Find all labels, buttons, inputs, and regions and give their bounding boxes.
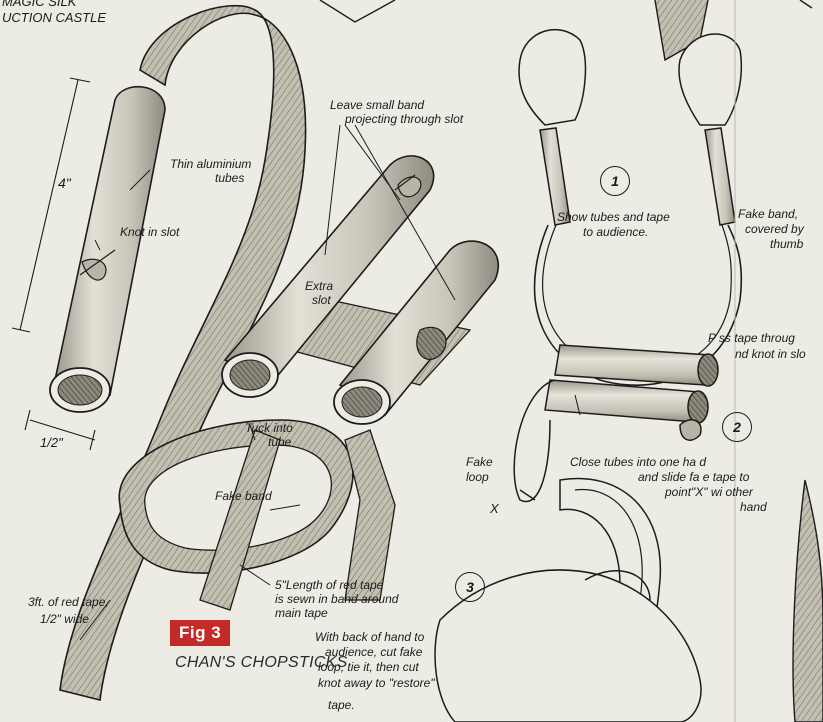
- step-3-marker: 3: [455, 572, 485, 602]
- label-fake-band-covered-3: thumb: [770, 237, 803, 251]
- label-dimension-width: 1/2": [40, 436, 63, 450]
- label-length-red: 5"Length of red tape: [275, 578, 383, 592]
- label-fake-band-covered: Fake band,: [738, 207, 798, 221]
- header-line-2: UCTION CASTLE: [2, 10, 106, 25]
- step-1-marker: 1: [600, 166, 630, 196]
- label-tuck-tube: tube: [268, 435, 291, 449]
- label-close-tubes: Close tubes into one ha d: [570, 455, 706, 469]
- label-pass-tape-2: nd knot in slo: [735, 347, 806, 361]
- label-length-red-2: is sewn in band around: [275, 592, 398, 606]
- label-thin-tubes-2: tubes: [215, 171, 244, 185]
- tube-left: [50, 87, 165, 412]
- label-fake-band: Fake band: [215, 489, 272, 503]
- label-fake-loop-2: loop: [466, 470, 489, 484]
- label-close-tubes-3: point"X" wi other: [665, 485, 753, 499]
- label-with-back-4: knot away to "restore": [318, 676, 435, 690]
- label-show-tubes-2: to audience.: [583, 225, 648, 239]
- label-point-x: X: [490, 502, 499, 516]
- label-tuck-into: Tuck into: [245, 421, 293, 435]
- label-red-tape-width: 1/2" wide: [40, 612, 89, 626]
- label-leave-band-2: projecting through slot: [345, 112, 463, 126]
- label-leave-band: Leave small band: [330, 98, 424, 112]
- label-close-tubes-4: hand: [740, 500, 767, 514]
- label-with-back: With back of hand to: [315, 630, 424, 644]
- label-length-red-3: main tape: [275, 606, 328, 620]
- step-2-marker: 2: [722, 412, 752, 442]
- label-show-tubes: Show tubes and tape: [557, 210, 670, 224]
- label-with-back-5: tape.: [328, 698, 355, 712]
- figure-badge: Fig 3: [170, 620, 230, 646]
- header-line-1: MAGIC SILK: [2, 0, 76, 9]
- label-close-tubes-2: and slide fa e tape to: [638, 470, 749, 484]
- label-red-tape: 3ft. of red tape,: [28, 595, 109, 609]
- label-extra-slot: Extra: [305, 279, 333, 293]
- label-knot-in-slot: Knot in slot: [120, 225, 179, 239]
- label-dimension-height: 4": [58, 176, 71, 190]
- label-fake-loop: Fake: [466, 455, 493, 469]
- label-pass-tape: P ss tape throug: [708, 331, 795, 345]
- label-fake-band-covered-2: covered by: [745, 222, 804, 236]
- label-thin-tubes: Thin aluminium: [170, 157, 251, 171]
- right-fragments: [735, 0, 823, 722]
- figure-title: CHAN'S CHOPSTICKS: [175, 654, 348, 672]
- label-extra-slot-2: slot: [312, 293, 331, 307]
